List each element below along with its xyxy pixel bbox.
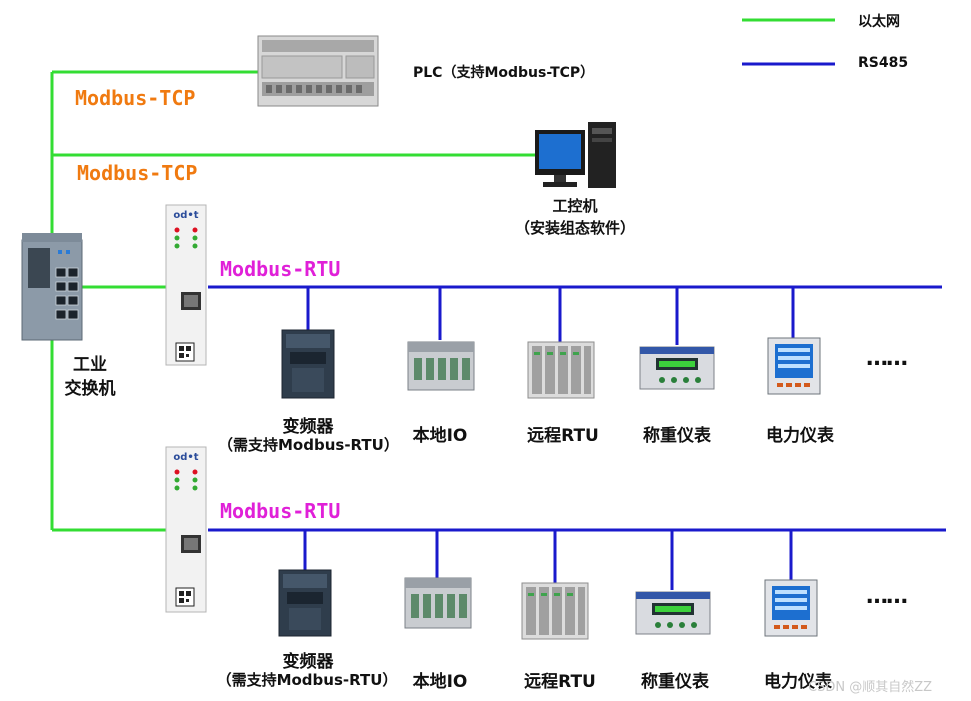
ipc-label: 工控机 [552, 197, 598, 215]
bus2-device-label: 电力仪表 [764, 672, 832, 692]
io-module-1-icon [407, 341, 475, 391]
switch-icon [21, 233, 83, 341]
bus1-more-ellipsis: …… [866, 346, 908, 371]
inverter-2-icon [278, 569, 332, 637]
gateway-1-icon: od•t [165, 204, 207, 366]
bus1-device-sublabel: （需支持Modbus-RTU） [218, 436, 399, 454]
rtu-label-1: Modbus-RTU [220, 257, 341, 281]
bus2-more-ellipsis: …… [866, 584, 908, 609]
plc-icon [257, 35, 379, 107]
power-meter-2-icon [764, 579, 818, 637]
rtu-label-2: Modbus-RTU [220, 499, 341, 523]
computer-icon [535, 122, 616, 188]
rs485-bus-2 [208, 528, 946, 590]
ipc-sublabel: （安装组态软件） [514, 219, 635, 237]
bus1-device-label: 电力仪表 [766, 426, 834, 446]
bus2-device-label: 称重仪表 [641, 672, 709, 692]
io-module-2-icon [404, 577, 472, 629]
bus1-device-label: 变频器 [282, 417, 334, 437]
legend-ethernet-label: 以太网 [858, 14, 900, 30]
tcp-label-1: Modbus-TCP [75, 86, 196, 110]
ethernet-links [50, 70, 540, 532]
gateway-2-icon: od•t [165, 446, 207, 613]
bus1-device-label: 本地IO [412, 426, 468, 446]
tcp-label-2: Modbus-TCP [77, 161, 198, 185]
watermark: CSDN @顺其自然ZZ [808, 680, 933, 695]
power-meter-1-icon [767, 337, 821, 395]
plc-label: PLC（支持Modbus-TCP） [413, 65, 595, 81]
inverter-1-icon [281, 329, 335, 399]
switch-label-line2: 交换机 [64, 379, 116, 399]
bus2-device-label: 变频器 [282, 652, 334, 672]
rtu-2-icon [521, 582, 589, 640]
svg-text:od•t: od•t [173, 210, 198, 221]
rtu-1-icon [527, 341, 595, 399]
legend-rs485-label: RS485 [858, 55, 909, 71]
bus1-device-label: 称重仪表 [643, 426, 711, 446]
weighing-meter-2-icon [635, 591, 711, 635]
svg-text:od•t: od•t [173, 452, 198, 463]
bus2-device-sublabel: （需支持Modbus-RTU） [216, 671, 398, 689]
bus1-device-label: 远程RTU [527, 426, 599, 446]
switch-label-line1: 工业 [73, 355, 107, 375]
weighing-meter-1-icon [639, 346, 715, 390]
rs485-bus-1 [208, 285, 942, 345]
bus2-device-label: 本地IO [412, 672, 468, 692]
bus2-device-label: 远程RTU [524, 672, 596, 692]
